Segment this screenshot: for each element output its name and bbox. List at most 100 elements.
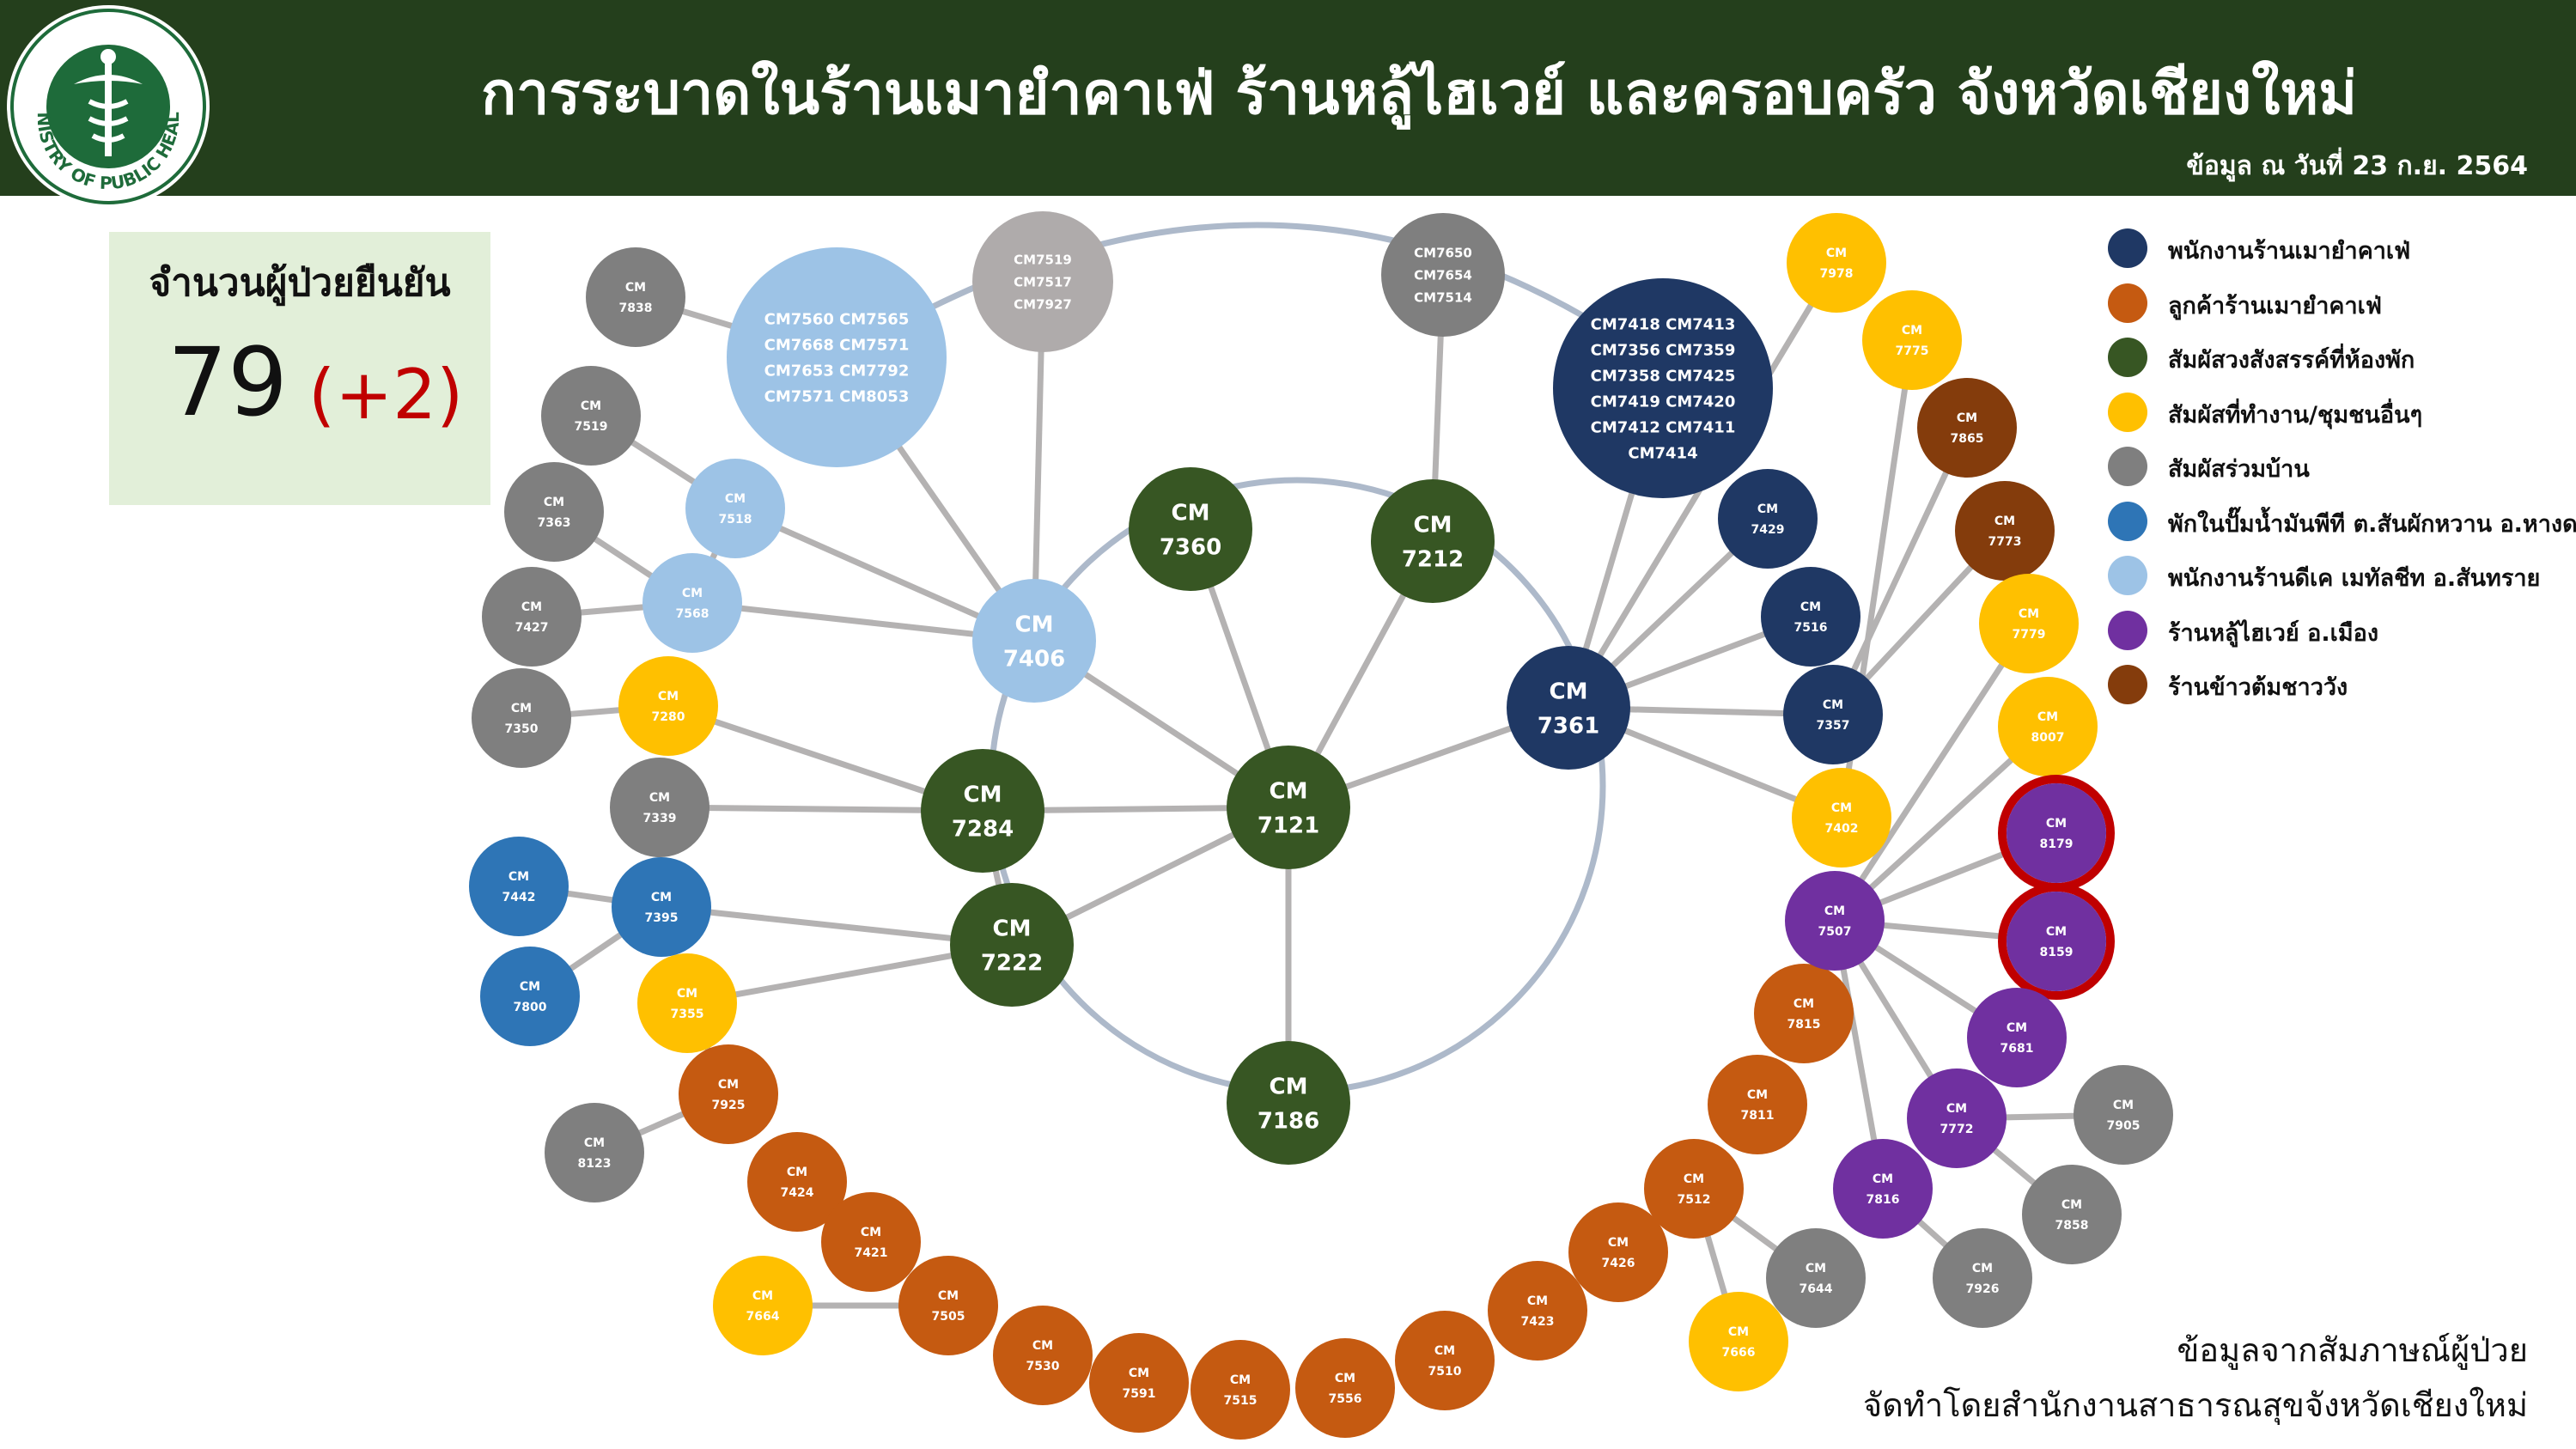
case-circle <box>472 668 571 768</box>
legend-label: สัมผัสที่ทำงาน/ชุมชนอื่นๆ <box>2168 401 2423 429</box>
case-circle <box>1553 278 1773 498</box>
case-label: 7361 <box>1538 713 1599 739</box>
case-label: 7284 <box>952 816 1014 842</box>
case-label: 7507 <box>1818 925 1852 939</box>
case-circle <box>1371 479 1495 603</box>
case-label: 7858 <box>2055 1219 2089 1233</box>
case-label: CM <box>1747 1088 1768 1102</box>
case-label: CM <box>677 987 697 1001</box>
case-label: 7865 <box>1951 432 1984 446</box>
case-label: CM <box>1994 514 2015 528</box>
case-circle <box>1761 567 1860 667</box>
case-circle <box>1917 378 2017 478</box>
case-label: CM <box>520 980 540 994</box>
confirmed-total: 79 <box>167 327 288 437</box>
case-circle <box>482 567 582 667</box>
case-node-7775: CM 7775 <box>1862 290 1962 390</box>
case-label: CM <box>1270 1074 1308 1099</box>
legend-label: พนักงานร้านดีเค เมทัลชีท อ.สันทราย <box>2168 565 2541 592</box>
case-label: 7779 <box>2013 628 2046 642</box>
case-label: CM7514 <box>1414 289 1472 305</box>
case-label: 7518 <box>719 513 752 527</box>
case-circle <box>747 1132 847 1232</box>
case-label: CM <box>752 1289 773 1303</box>
case-label: CM <box>651 891 672 904</box>
case-label: 7815 <box>1787 1018 1821 1032</box>
case-label: 7905 <box>2107 1119 2141 1133</box>
case-label: CM <box>2019 607 2039 621</box>
case-label: CM <box>1728 1325 1749 1339</box>
case-label: CM7927 <box>1014 296 1072 312</box>
case-circle <box>1907 1068 2007 1168</box>
case-circle <box>1568 1202 1668 1302</box>
case-label: 7926 <box>1966 1282 2000 1296</box>
case-label: CM <box>1414 512 1452 538</box>
legend-label: สัมผัสร่วมบ้าน <box>2168 456 2310 483</box>
confirmed-count-box: จำนวนผู้ป่วยยืนยัน 79 (+2) <box>109 232 490 505</box>
case-label: CM <box>1902 324 1922 338</box>
case-label: 7775 <box>1896 344 1929 358</box>
case-label: CM <box>2007 1021 2027 1035</box>
case-circle <box>972 211 1113 352</box>
case-circle <box>1089 1333 1189 1433</box>
case-label: 7510 <box>1428 1365 1462 1379</box>
case-label: 7121 <box>1258 813 1319 838</box>
case-label: 7424 <box>781 1186 814 1200</box>
case-label: CM7418 CM7413 <box>1591 315 1736 333</box>
legend-label: ร้านข้าวต้มชาววัง <box>2168 674 2348 701</box>
case-circle <box>1395 1311 1495 1410</box>
case-circle <box>1998 677 2098 776</box>
case-circle <box>1708 1055 1807 1154</box>
case-circle <box>1785 871 1885 971</box>
highlight-ring <box>1998 883 2115 1000</box>
case-circle <box>821 1192 921 1292</box>
case-label: 7339 <box>643 812 677 825</box>
case-circle <box>1227 1041 1350 1165</box>
case-label: CM <box>544 496 564 509</box>
case-label: 7530 <box>1026 1360 1060 1373</box>
case-label: 7838 <box>619 301 653 315</box>
case-label: 7426 <box>1602 1257 1635 1270</box>
case-node-7519: CM7519 <box>541 366 641 466</box>
case-circle <box>685 459 785 558</box>
case-circle <box>1833 1139 1933 1239</box>
case-label: CM <box>1335 1372 1355 1385</box>
case-label: 7357 <box>1817 719 1850 733</box>
case-label: 7568 <box>676 607 709 621</box>
case-label: 7280 <box>652 710 685 724</box>
case-label: CM7517 <box>1014 274 1072 289</box>
case-label: CM <box>1793 997 1814 1011</box>
case-circle <box>713 1256 813 1355</box>
case-label: 7591 <box>1123 1387 1156 1401</box>
case-label: CM <box>509 870 529 884</box>
case-label: CM <box>725 492 746 506</box>
case-label: CM <box>2061 1198 2082 1212</box>
case-circle <box>1488 1261 1587 1361</box>
case-label: CM <box>1684 1172 1704 1186</box>
